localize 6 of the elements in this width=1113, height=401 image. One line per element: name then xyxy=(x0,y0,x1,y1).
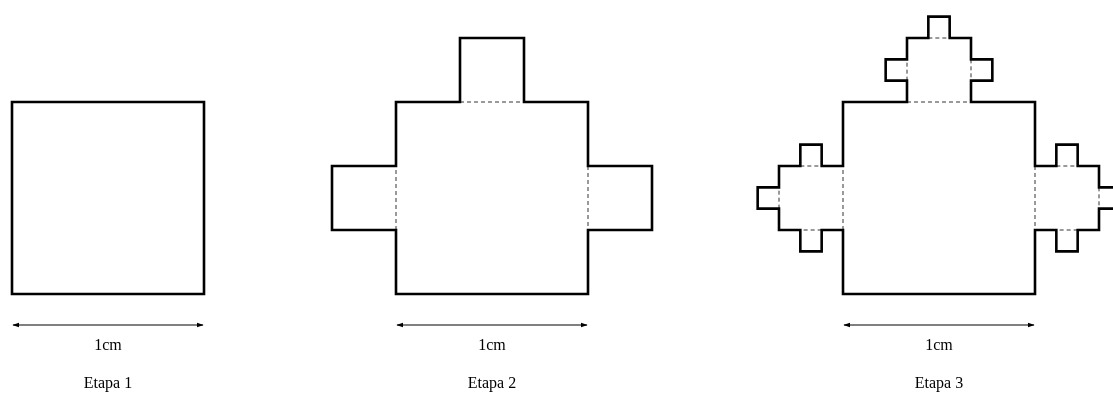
stage-label: Etapa 3 xyxy=(914,374,964,392)
dimension-label: 1cm xyxy=(478,336,506,354)
stage-label: Etapa 1 xyxy=(83,374,133,392)
dimension-label: 1cm xyxy=(925,336,953,354)
stage-label: Etapa 2 xyxy=(467,374,517,392)
dimension-label: 1cm xyxy=(94,336,122,354)
